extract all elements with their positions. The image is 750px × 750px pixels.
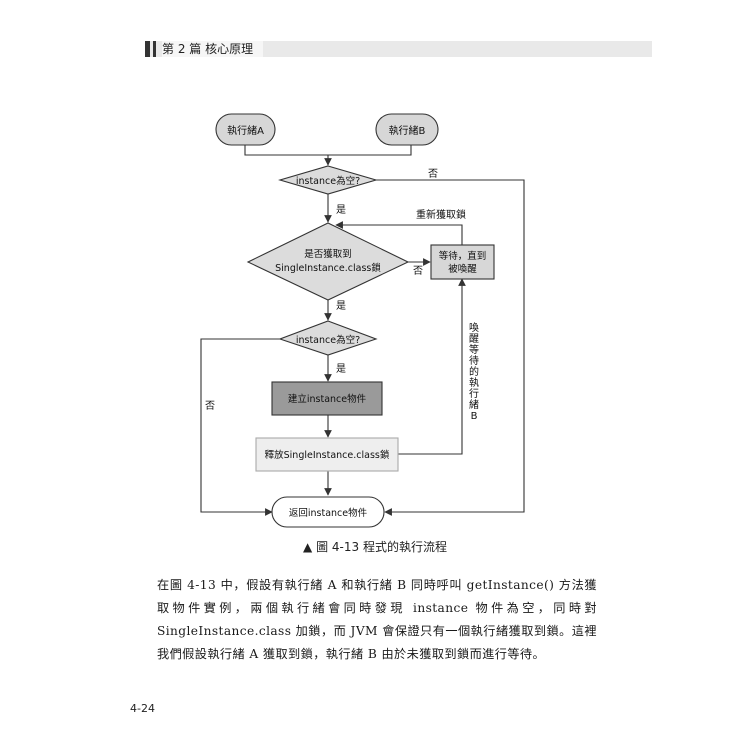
return-instance-label: 返回instance物件 — [289, 507, 368, 519]
wake-char: 行 — [469, 387, 479, 400]
wait-line2: 被喚醒 — [448, 263, 477, 275]
label-yes-1: 是 — [336, 204, 346, 216]
decision-null-1-label: instance為空? — [296, 175, 360, 187]
decision-instance-null-2 — [278, 320, 378, 356]
connector-wake-waiting — [398, 278, 466, 455]
label-no-1: 否 — [428, 168, 438, 180]
label-no-2: 否 — [205, 400, 215, 412]
header-marker-bar — [145, 41, 150, 57]
decision-acquire-lock — [246, 222, 410, 301]
thread-a-terminal — [215, 113, 276, 146]
wake-char: 執 — [469, 376, 479, 389]
release-lock-box — [255, 437, 399, 472]
label-wake-waiting-thread: 喚 醒 等 待 的 執 行 緒 B — [469, 322, 479, 422]
body-paragraph: 在圖 4-13 中，假設有執行緒 A 和執行緒 B 同時呼叫 getInstan… — [157, 578, 597, 661]
thread-b-label: 執行緒B — [389, 124, 426, 137]
label-yes-2: 是 — [336, 300, 346, 312]
wake-char: 緒 — [469, 398, 479, 411]
label-no-lock: 否 — [413, 265, 423, 277]
connector-b-to-decision — [328, 145, 412, 156]
decision-null-2-label: instance為空? — [296, 334, 360, 346]
header-marker-bar-thin — [153, 41, 156, 57]
page-header-band — [145, 41, 652, 57]
chapter-title: 第 2 篇 核心原理 — [162, 41, 264, 57]
flowchart: 執行緒A 執行緒B instance為空? 是否獲取到 SingleInstan… — [200, 113, 525, 528]
wait-line1: 等待，直到 — [439, 250, 487, 262]
flow-connectors — [200, 145, 525, 516]
return-instance-terminal — [271, 496, 385, 528]
label-yes-3: 是 — [336, 363, 346, 375]
wake-char: 等 — [469, 343, 479, 356]
decision-lock-line1: 是否獲取到 — [304, 248, 352, 260]
wake-char: 醒 — [469, 333, 479, 345]
wake-char: B — [471, 411, 478, 422]
create-instance-label: 建立instance物件 — [288, 393, 367, 405]
wake-char: 的 — [469, 365, 479, 378]
thread-b-terminal — [375, 113, 439, 146]
wake-char: 喚 — [469, 322, 479, 334]
decision-lock-line2: SingleInstance.class鎖 — [275, 262, 381, 274]
label-reacquire: 重新獲取鎖 — [416, 208, 466, 221]
thread-a-label: 執行緒A — [227, 124, 264, 137]
release-lock-label: 釋放SingleInstance.class鎖 — [265, 449, 390, 461]
connector-no-to-return — [376, 179, 525, 516]
create-instance-box — [271, 381, 383, 416]
connector-a-to-decision — [244, 145, 332, 166]
wake-char: 待 — [469, 354, 479, 367]
decision-instance-null-1 — [278, 165, 378, 195]
figure-caption: ▲ 圖 4-13 程式的執行流程 — [303, 540, 447, 554]
connector-reacquire — [335, 221, 463, 245]
page-number: 4-24 — [130, 702, 155, 715]
connector-no-2-to-return — [200, 338, 280, 516]
wait-box — [430, 244, 495, 280]
